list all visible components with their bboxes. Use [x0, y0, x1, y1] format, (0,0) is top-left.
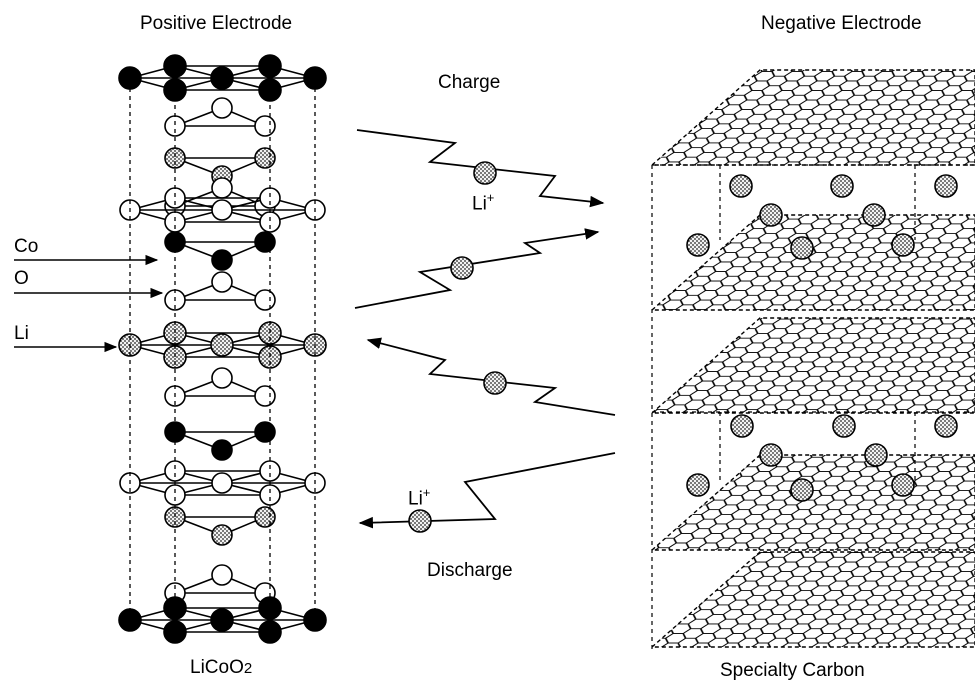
oxygen-atom-icon: [259, 460, 281, 482]
co-legend-label: Co: [14, 236, 39, 257]
lithium-atom-icon: [934, 174, 958, 198]
lithium-atom-icon: [830, 174, 854, 198]
lithium-atom-icon: [686, 233, 710, 257]
lithium-atom-icon: [210, 333, 234, 357]
li-legend-label: Li: [14, 323, 29, 344]
lithium-atom-icon: [254, 506, 276, 528]
lithium-atom-icon: [686, 473, 710, 497]
licoo2-lattice: [118, 54, 327, 644]
lithium-atom-icon: [729, 174, 753, 198]
lithium-atom-icon: [862, 203, 886, 227]
oxygen-atom-icon: [211, 564, 233, 586]
cobalt-atom-icon: [258, 620, 282, 644]
lithium-atom-icon: [254, 147, 276, 169]
oxygen-atom-icon: [164, 484, 186, 506]
lithium-atom-icon: [408, 509, 432, 533]
cobalt-atom-icon: [258, 596, 282, 620]
lithium-atom-icon: [473, 161, 497, 185]
lithium-atom-icon: [790, 478, 814, 502]
cobalt-atom-icon: [210, 608, 234, 632]
oxygen-atom-icon: [211, 177, 233, 199]
cobalt-atom-icon: [303, 608, 327, 632]
lithium-atom-icon: [483, 371, 507, 395]
specialty-carbon-label: Specialty Carbon: [720, 660, 865, 681]
oxygen-atom-icon: [211, 97, 233, 119]
li-ion-label-top: Li+: [472, 190, 495, 215]
oxygen-atom-icon: [211, 199, 233, 221]
li-ion-label-bottom: Li+: [408, 485, 431, 510]
lithium-atom-icon: [450, 256, 474, 280]
lithium-atom-icon: [759, 203, 783, 227]
positive-electrode-title: Positive Electrode: [140, 13, 293, 34]
lithium-atom-icon: [211, 524, 233, 546]
unit-cell-lines: [129, 65, 316, 635]
oxygen-atom-icon: [254, 385, 276, 407]
cobalt-atom-icon: [163, 620, 187, 644]
cobalt-atom-icon: [118, 608, 142, 632]
oxygen-atom-icon: [211, 271, 233, 293]
cobalt-atom-icon: [210, 66, 234, 90]
cobalt-atom-icon: [303, 66, 327, 90]
cobalt-atom-icon: [254, 421, 276, 443]
graphite-sheet: [650, 69, 975, 166]
cobalt-atom-icon: [163, 596, 187, 620]
moving-li-ions: [408, 161, 507, 533]
lithium-atom-icon: [759, 443, 783, 467]
oxygen-atom-icon: [254, 289, 276, 311]
graphite-sheet: [650, 317, 975, 414]
lithium-atom-icon: [891, 473, 915, 497]
negative-electrode-title: Negative Electrode: [761, 13, 922, 34]
cobalt-atom-icon: [211, 439, 233, 461]
graphite-sheet: [650, 214, 975, 311]
charge-path-2: [354, 228, 600, 309]
lithium-atom-icon: [864, 443, 888, 467]
lithium-atom-icon: [832, 414, 856, 438]
o-legend-label: O: [14, 268, 29, 289]
oxygen-atom-icon: [164, 460, 186, 482]
graphite-sheet: [650, 551, 975, 648]
legend-arrows: [14, 254, 164, 353]
oxygen-atom-icon: [259, 484, 281, 506]
oxygen-atom-icon: [254, 115, 276, 137]
licoo2-label: LiCoO2: [190, 657, 253, 678]
cobalt-atom-icon: [118, 66, 142, 90]
cobalt-atom-icon: [211, 249, 233, 271]
discharge-path-2: [358, 452, 616, 529]
charge-label: Charge: [438, 72, 501, 93]
discharge-label: Discharge: [427, 560, 513, 581]
lithium-atom-icon: [790, 236, 814, 260]
graphite-layers: [650, 69, 975, 650]
lithium-atom-icon: [730, 414, 754, 438]
lithium-atom-icon: [934, 414, 958, 438]
cobalt-atom-icon: [254, 231, 276, 253]
lithium-atom-icon: [891, 233, 915, 257]
oxygen-atom-icon: [211, 472, 233, 494]
graphite-sheet: [650, 454, 975, 551]
oxygen-atom-icon: [211, 367, 233, 389]
ion-paths: [354, 129, 616, 529]
